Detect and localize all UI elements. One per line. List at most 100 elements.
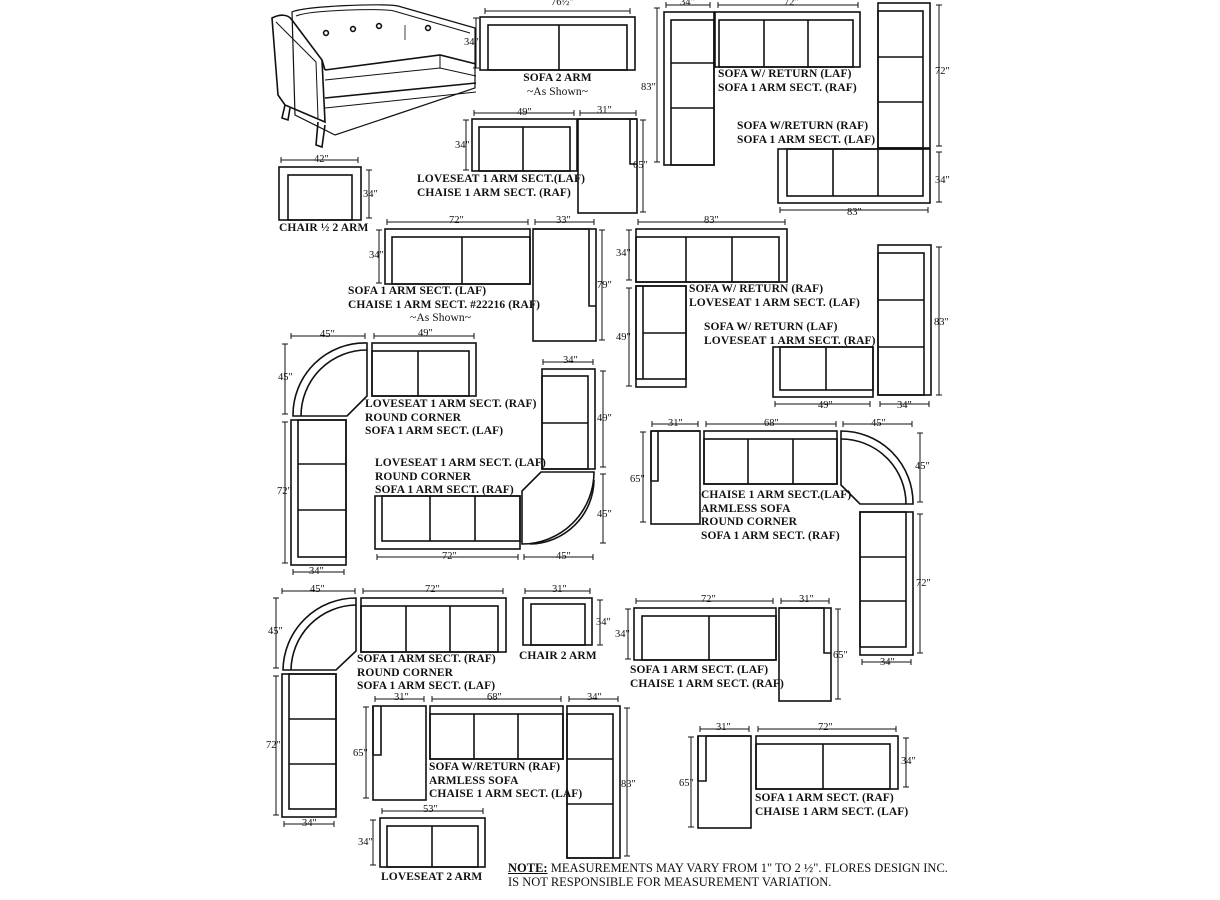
loveseat-round-sofa-b-diagram xyxy=(374,359,606,560)
dim-return-raf-ls-length: 49" xyxy=(616,332,631,343)
dim-chaise-width: 31" xyxy=(597,105,612,116)
label-chair-half: CHAIR ½ 2 ARM xyxy=(279,222,369,234)
dim-return-raf-depth: 34" xyxy=(935,175,950,186)
loveseat-round-sofa-a-diagram xyxy=(282,333,477,575)
dim-sofa-d-depth: 34" xyxy=(302,818,317,829)
dim-chaise-e-width: 31" xyxy=(799,594,814,605)
dim-corner-a-width: 45" xyxy=(320,329,335,340)
dim-sofa-e-depth: 34" xyxy=(615,629,630,640)
label-sofa-return-laf-loveseat: SOFA W/ RETURN (LAF)LOVESEAT 1 ARM SECT.… xyxy=(704,321,876,347)
dim-sofa-a-depth: 34" xyxy=(309,566,324,577)
label-sofa-round-sofa: SOFA 1 ARM SECT. (RAF) ROUND CORNER SOFA… xyxy=(357,653,496,692)
dim-return-laf-sofa: 72" xyxy=(784,0,799,8)
note-line-1: MEASUREMENTS MAY VARY FROM 1" TO 2 ½". F… xyxy=(547,861,948,875)
dim-loveseat-b-depth: 34" xyxy=(563,355,578,366)
dim-return-raf-width: 83" xyxy=(847,207,862,218)
dim-sofa-d-width: 72" xyxy=(425,584,440,595)
dim-loveseat-depth: 34" xyxy=(455,140,470,151)
note-prefix: NOTE: xyxy=(508,861,548,875)
label-chaise-armless-round: CHAISE 1 ARM SECT.(LAF) ARMLESS SOFA ROU… xyxy=(701,489,852,542)
dim-return-f-length: 83" xyxy=(621,779,636,790)
sofa-return-raf-diagram xyxy=(777,2,942,213)
sofa-raf-chaise-laf-diagram xyxy=(688,726,909,829)
chaise-armless-round-sofa-diagram xyxy=(640,421,923,665)
label-loveseat-round-sofa-a: LOVESEAT 1 ARM SECT. (RAF) ROUND CORNER … xyxy=(365,398,537,437)
label-sofa-chaise-22216: SOFA 1 ARM SECT. (LAF) CHAISE 1 ARM SECT… xyxy=(348,285,541,324)
dim-sofa-g-depth: 34" xyxy=(901,756,916,767)
note-line-2: IS NOT RESPONSIBLE FOR MEASUREMENT VARIA… xyxy=(508,875,832,889)
dim-chaise-length: 65" xyxy=(633,160,648,171)
dim-corner-c-height: 45" xyxy=(915,461,930,472)
dim-chair-half-depth: 34" xyxy=(363,189,378,200)
label-sofa-2-arm: SOFA 2 ARM ~As Shown~ xyxy=(523,72,592,98)
dim-chaise-g-width: 31" xyxy=(716,722,731,733)
label-loveseat-round-sofa-b: LOVESEAT 1 ARM SECT. (LAF) ROUND CORNER … xyxy=(375,457,546,496)
dim-22216-length: 79" xyxy=(597,280,612,291)
label-sofa-raf-chaise-laf: SOFA 1 ARM SECT. (RAF)CHAISE 1 ARM SECT.… xyxy=(755,792,909,818)
dim-sofa-e-width: 72" xyxy=(701,594,716,605)
dim-sofa-b-width: 72" xyxy=(442,551,457,562)
dim-sofa-c-depth: 34" xyxy=(880,657,895,668)
dim-chair2-depth: 34" xyxy=(596,617,611,628)
loveseat-2-arm-diagram xyxy=(370,808,486,868)
dim-22216-chaise: 33" xyxy=(556,215,571,226)
dim-sofa-g-width: 72" xyxy=(818,722,833,733)
dim-chair-half-width: 42" xyxy=(314,154,329,165)
dim-sofa2arm-depth: 34" xyxy=(464,37,479,48)
dim-armless-f-width: 68" xyxy=(487,692,502,703)
sofa-round-sofa-diagram xyxy=(273,588,507,827)
label-sofa-return-raf-loveseat: SOFA W/ RETURN (RAF)LOVESEAT 1 ARM SECT.… xyxy=(689,283,860,309)
dim-return-laf-ls-width: 49" xyxy=(818,400,833,411)
sofa-return-raf-loveseat-diagram xyxy=(626,219,788,388)
dim-loveseat-a-width: 49" xyxy=(418,328,433,339)
label-chair-2-arm: CHAIR 2 ARM xyxy=(519,650,597,662)
dim-return-laf-chaise: 34" xyxy=(680,0,695,8)
dim-loveseat-b-length: 49" xyxy=(597,413,612,424)
dim-chaise-e-length: 65" xyxy=(833,650,848,661)
dim-corner-d-width: 45" xyxy=(310,584,325,595)
dim-return-raf-ls-width: 83" xyxy=(704,215,719,226)
label-sofa-return-armless: SOFA W/RETURN (RAF) ARMLESS SOFA CHAISE … xyxy=(429,761,583,800)
dim-corner-c-width: 45" xyxy=(871,418,886,429)
sofa-return-laf-diagram xyxy=(654,2,861,166)
label-sofa-return-laf: SOFA W/ RETURN (LAF)SOFA 1 ARM SECT. (RA… xyxy=(718,68,857,94)
dim-return-raf-ls-depth: 34" xyxy=(616,248,631,259)
dim-sofa-c-length: 72" xyxy=(916,578,931,589)
sofa-2-arm-diagram xyxy=(473,8,636,71)
dim-return-laf-length: 83" xyxy=(641,82,656,93)
dim-loveseat2-width: 53" xyxy=(423,804,438,815)
measurement-note: NOTE: MEASUREMENTS MAY VARY FROM 1" TO 2… xyxy=(508,861,948,889)
dim-armless-chaise-width: 31" xyxy=(668,418,683,429)
dim-corner-b-height: 45" xyxy=(597,509,612,520)
dim-armless-chaise-length: 65" xyxy=(630,474,645,485)
dim-corner-a-height: 45" xyxy=(278,372,293,383)
dim-loveseat2-depth: 34" xyxy=(358,837,373,848)
sofa-chaise-22216-diagram xyxy=(376,219,605,342)
dim-chaise-g-length: 65" xyxy=(679,778,694,789)
dim-return-laf-ls-depth: 34" xyxy=(897,400,912,411)
dim-loveseat-width: 49" xyxy=(517,107,532,118)
label-loveseat-2-arm: LOVESEAT 2 ARM xyxy=(381,871,483,883)
dim-chaise-f-width: 31" xyxy=(394,692,409,703)
label-sofa-laf-chaise-raf: SOFA 1 ARM SECT. (LAF)CHAISE 1 ARM SECT.… xyxy=(630,664,784,690)
dim-22216-depth: 34" xyxy=(369,250,384,261)
loveseat-chaise-diagram xyxy=(463,110,646,214)
chair-half-diagram xyxy=(278,157,372,221)
dim-corner-b-width: 45" xyxy=(556,551,571,562)
chair-2-arm-diagram xyxy=(522,588,603,646)
dim-22216-sofa: 72" xyxy=(449,215,464,226)
dim-sofa-d-length: 72" xyxy=(266,740,281,751)
dim-chair2-width: 31" xyxy=(552,584,567,595)
dim-return-laf-ls-length: 83" xyxy=(934,317,949,328)
label-sofa-return-raf: SOFA W/RETURN (RAF)SOFA 1 ARM SECT. (LAF… xyxy=(737,120,876,146)
dim-corner-d-height: 45" xyxy=(268,626,283,637)
dim-sofa2arm-width: 76½" xyxy=(551,0,574,8)
sofa-return-armless-chaise-diagram xyxy=(363,696,630,859)
dim-chaise-f-length: 65" xyxy=(353,748,368,759)
dim-armless-width: 68" xyxy=(764,418,779,429)
sofa-illustration xyxy=(271,4,477,149)
dim-return-raf-height: 72" xyxy=(935,66,950,77)
sofa-return-laf-loveseat-diagram xyxy=(772,244,942,407)
dim-return-f-width: 34" xyxy=(587,692,602,703)
